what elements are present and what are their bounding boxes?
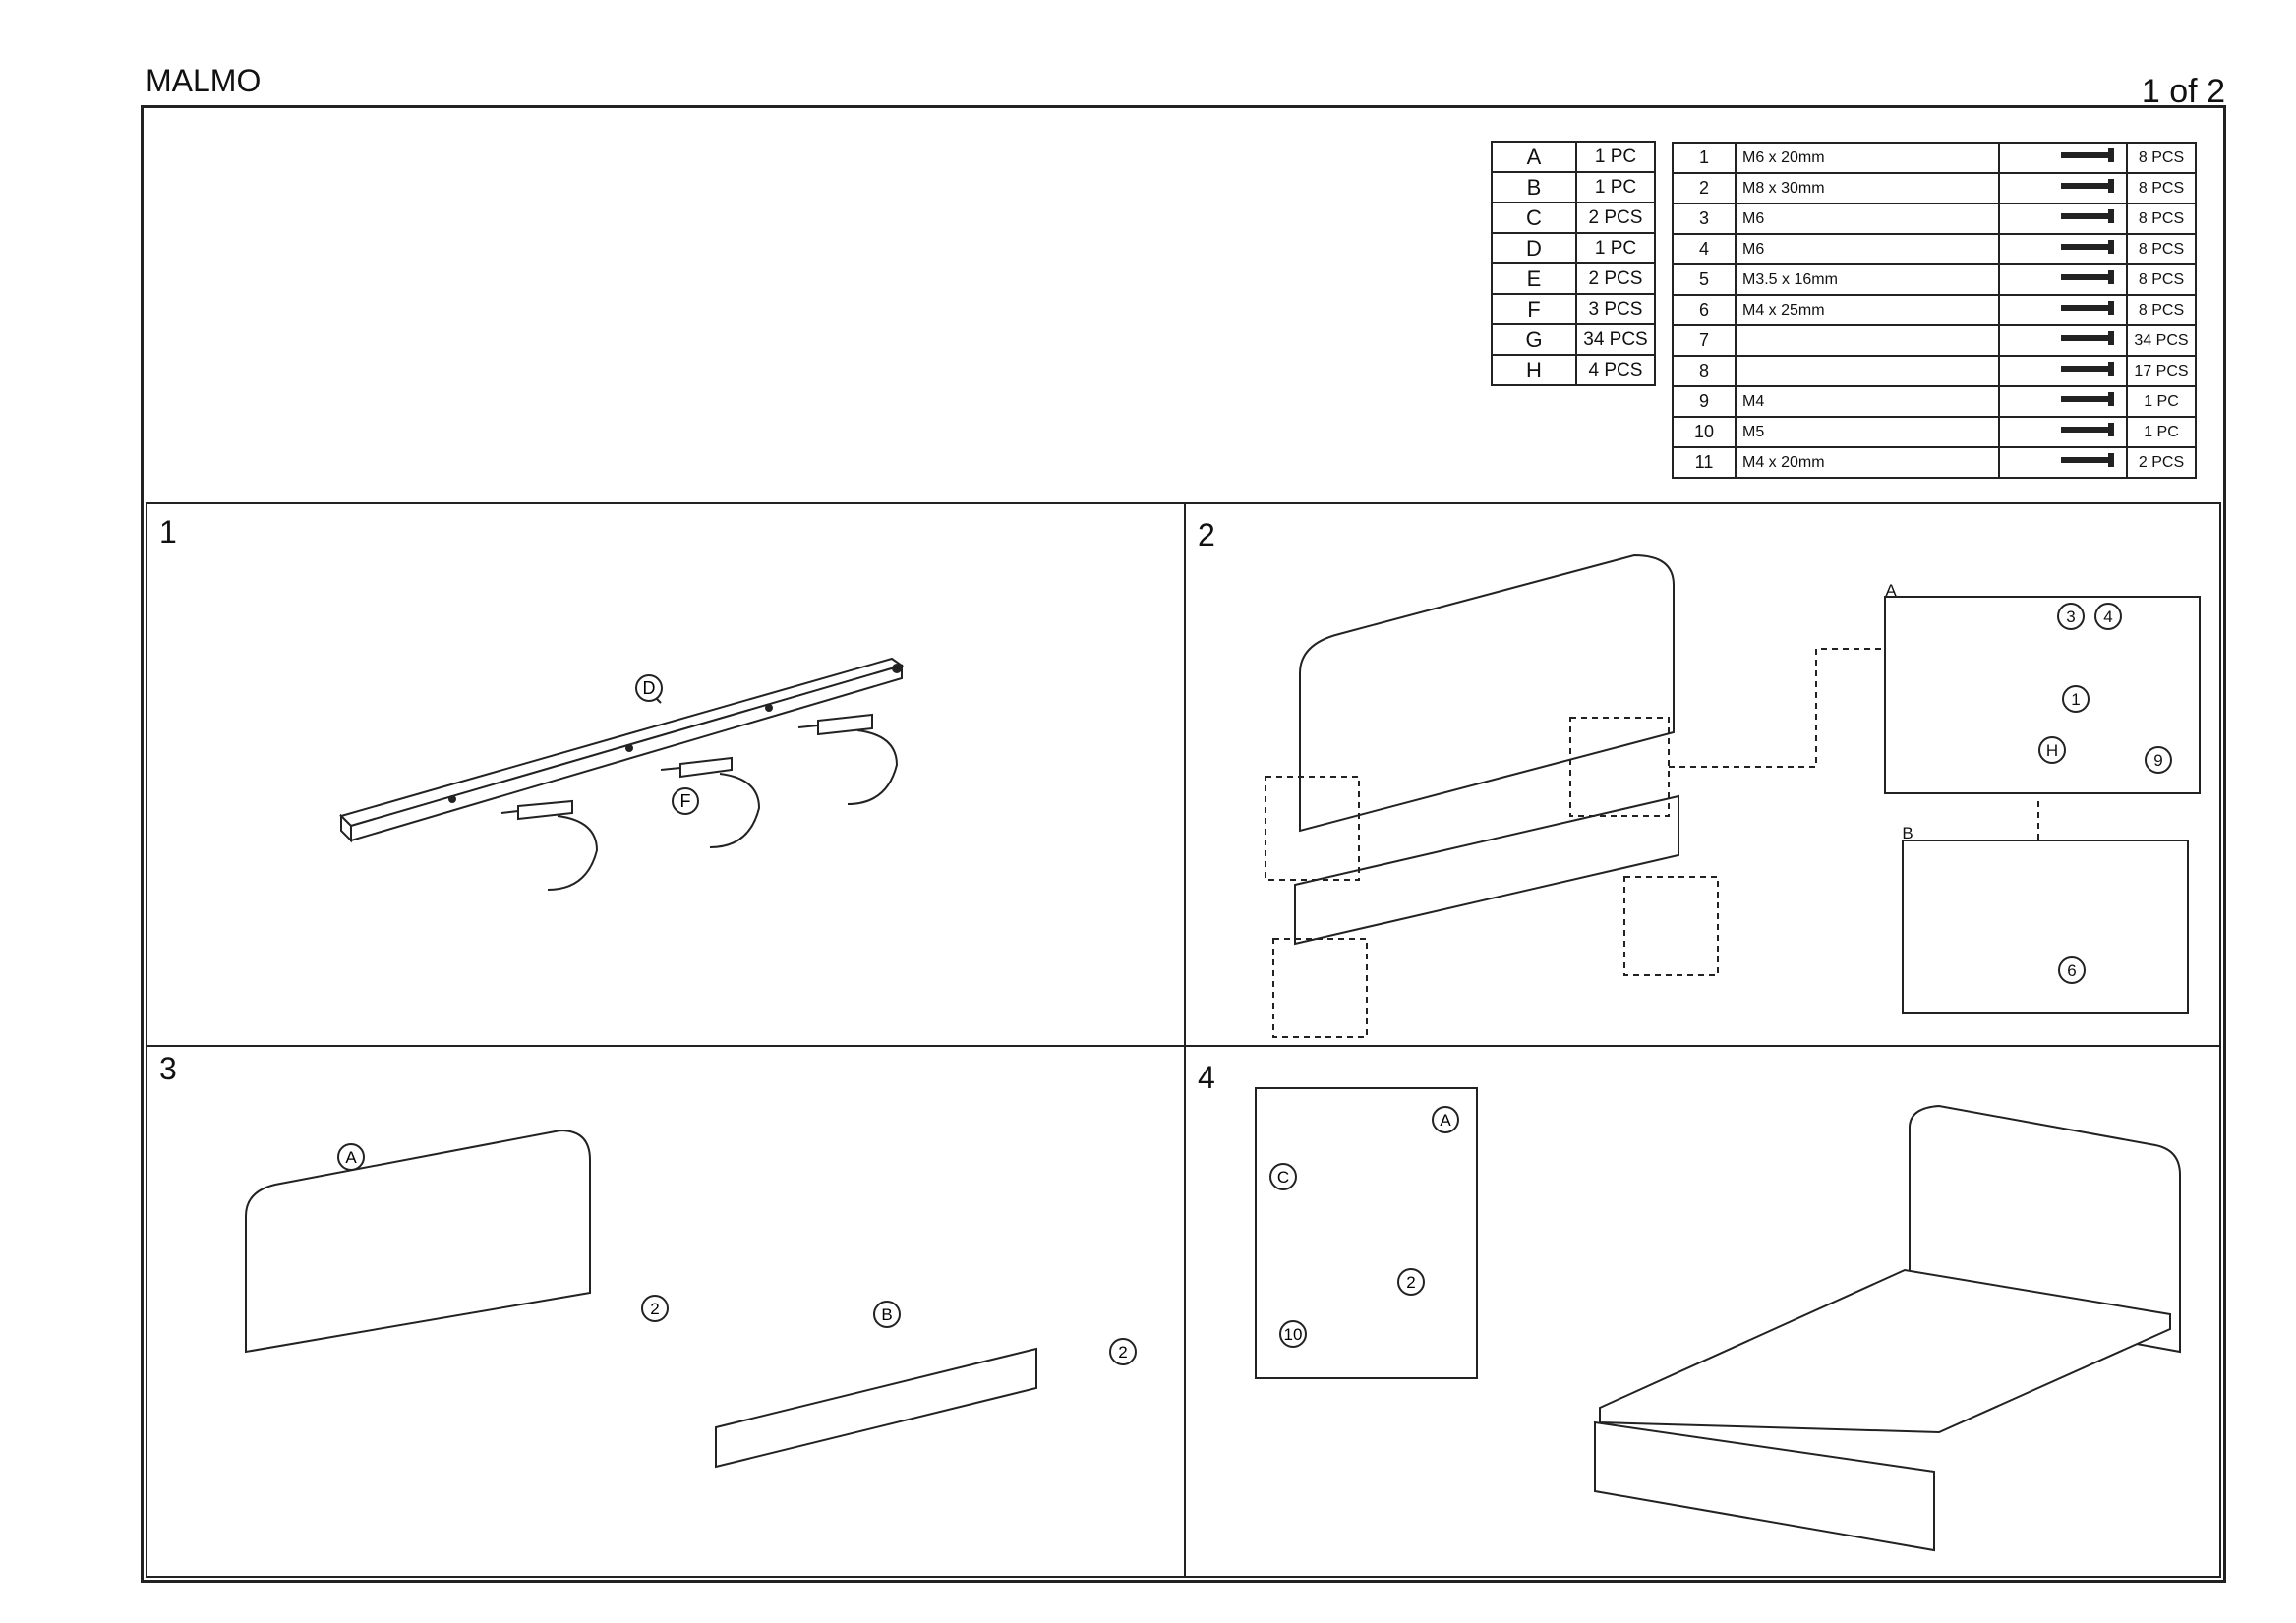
grid-divider-vertical	[1184, 504, 1186, 1576]
step-4-illustration: A C 2 10	[1255, 1087, 2181, 1552]
hardware-number: 8	[1672, 355, 1737, 387]
hardware-qty: 8 PCS	[2126, 203, 2197, 235]
callout-9: 9	[2153, 751, 2162, 770]
page-number: 1 of 2	[2141, 73, 2225, 110]
hardware-size: M3.5 x 16mm	[1735, 263, 2000, 296]
hardware-row: 7 34 PCS	[1672, 324, 2197, 357]
hardware-number: 9	[1672, 385, 1737, 418]
grid-divider-horizontal	[147, 1045, 2219, 1047]
washer-icon	[1998, 203, 2128, 235]
hardware-row: 8 17 PCS	[1672, 355, 2197, 387]
step-number-4: 4	[1198, 1060, 1215, 1095]
rail-side	[350, 664, 903, 842]
callout-2-footboard: 2	[1118, 1343, 1127, 1362]
hardware-size: M4	[1735, 385, 2000, 418]
callout-a: A	[345, 1148, 357, 1167]
hardware-size: M6 x 20mm	[1735, 142, 2000, 174]
hardware-number: 7	[1672, 324, 1737, 357]
hardware-size	[1735, 355, 2000, 387]
hardware-qty: 8 PCS	[2126, 233, 2197, 265]
screw-icon	[1998, 446, 2128, 479]
hardware-number: 10	[1672, 416, 1737, 448]
hardware-number: 1	[1672, 142, 1737, 174]
hardware-size	[1735, 324, 2000, 357]
rail-shape	[339, 657, 905, 828]
slat-holder-icon	[1998, 324, 2128, 357]
callout-f: F	[680, 791, 691, 811]
hardware-qty: 8 PCS	[2126, 142, 2197, 174]
hardware-size: M5	[1735, 416, 2000, 448]
callout-2: 2	[1406, 1273, 1415, 1292]
hardware-qty: 8 PCS	[2126, 263, 2197, 296]
hardware-number: 11	[1672, 446, 1737, 479]
hardware-qty: 17 PCS	[2126, 355, 2197, 387]
step-3-illustration: A 2 B 2	[245, 1129, 1137, 1469]
allen-key-icon	[1998, 385, 2128, 418]
screw-icon	[1998, 263, 2128, 296]
callout-c: C	[1277, 1168, 1289, 1187]
hardware-number: 6	[1672, 294, 1737, 326]
hardware-qty: 1 PC	[2126, 385, 2197, 418]
screw-icon	[1998, 294, 2128, 326]
steps-grid	[146, 502, 2221, 1578]
step-number-3: 3	[159, 1051, 177, 1086]
hardware-size: M6	[1735, 233, 2000, 265]
callout-1: 1	[2071, 690, 2080, 709]
hardware-qty: 34 PCS	[2126, 324, 2197, 357]
hardware-number: 4	[1672, 233, 1737, 265]
hardware-size: M8 x 30mm	[1735, 172, 2000, 204]
step-number-1: 1	[159, 514, 177, 550]
step-1-illustration: D F	[339, 657, 905, 891]
bolt-icon	[1998, 172, 2128, 204]
callout-10: 10	[1284, 1325, 1303, 1344]
hardware-qty: 8 PCS	[2126, 294, 2197, 326]
hardware-size: M4 x 20mm	[1735, 446, 2000, 479]
callout-h: H	[2046, 741, 2058, 760]
callout-b: B	[881, 1305, 892, 1324]
callout-2-headboard: 2	[650, 1300, 659, 1318]
hardware-number: 3	[1672, 203, 1737, 235]
callout-4: 4	[2103, 608, 2112, 626]
hardware-number: 5	[1672, 263, 1737, 296]
hardware-size: M6	[1735, 203, 2000, 235]
allen-key-icon	[1998, 416, 2128, 448]
detail-label-b: B	[1902, 824, 1913, 842]
detail-label-a: A	[1885, 581, 1897, 600]
page-frame	[141, 105, 2226, 1583]
hardware-size: M4 x 25mm	[1735, 294, 2000, 326]
callout-d: D	[643, 678, 656, 698]
step-2-illustration: A 3 4 1 H 9 B 6	[1265, 553, 2201, 1038]
document-title: MALMO	[146, 63, 262, 98]
bolt-icon	[1998, 142, 2128, 174]
step-number-2: 2	[1198, 517, 1215, 552]
callout-3: 3	[2066, 608, 2075, 626]
hardware-qty: 1 PC	[2126, 416, 2197, 448]
hardware-number: 2	[1672, 172, 1737, 204]
hardware-qty: 8 PCS	[2126, 172, 2197, 204]
hardware-qty: 2 PCS	[2126, 446, 2197, 479]
callout-6: 6	[2067, 961, 2076, 980]
spring-washer-icon	[1998, 233, 2128, 265]
slat-cap-icon	[1998, 355, 2128, 387]
callout-a: A	[1440, 1111, 1451, 1130]
